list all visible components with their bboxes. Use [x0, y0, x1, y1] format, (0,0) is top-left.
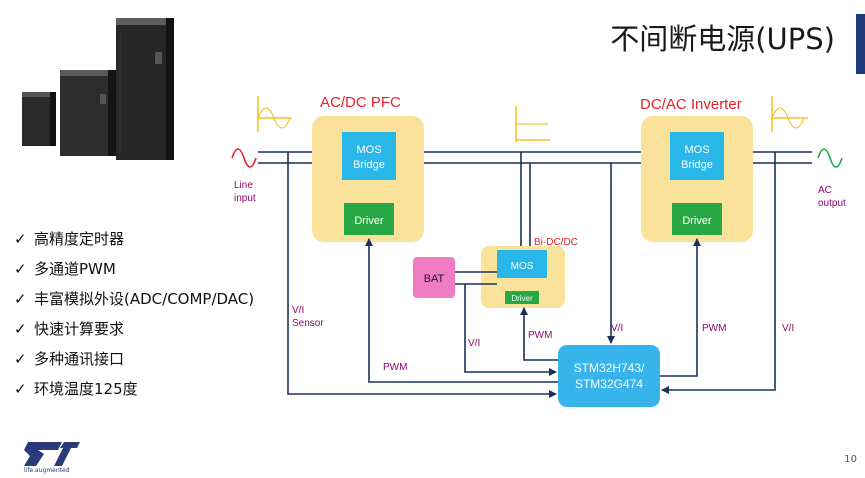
feature-item: ✓ 高精度定时器	[14, 228, 254, 258]
feature-text: 高精度定时器	[34, 230, 125, 248]
feature-item: ✓ 快速计算要求	[14, 318, 254, 348]
vi-label-dcbus: V/I	[611, 323, 623, 334]
ac-output-sine-icon	[817, 148, 843, 168]
inverter-mos-label: MOS	[684, 144, 709, 156]
inverter-bridge-label: Bridge	[681, 159, 713, 171]
pfc-input-waveform-icon	[257, 96, 292, 132]
mcu-label-line2: STM32G474	[575, 377, 643, 391]
vi-sensor-label-2: Sensor	[292, 318, 324, 329]
bidcdc-mos-label: MOS	[511, 261, 534, 272]
feature-text: 快速计算要求	[34, 320, 125, 338]
line-input-label-2: input	[234, 193, 256, 204]
bidcdc-mos	[497, 250, 547, 278]
bidcdc-title: Bi-DC/DC	[534, 237, 578, 248]
line-input-sine-icon	[231, 148, 257, 168]
bidcdc-driver-label: Driver	[511, 294, 533, 303]
bidcdc-driver	[505, 291, 539, 304]
checkmark-icon: ✓	[14, 290, 27, 308]
battery-label: BAT	[424, 273, 445, 285]
mcu-label-line1: STM32H743/	[574, 361, 645, 375]
checkmark-icon: ✓	[14, 230, 27, 248]
pfc-title: AC/DC PFC	[320, 94, 401, 111]
line-input-label-1: Line	[234, 180, 253, 191]
feature-text: 多种通讯接口	[34, 350, 125, 368]
vi-label-bat: V/I	[468, 338, 480, 349]
slide-title: 不间断电源(UPS)	[610, 22, 835, 56]
ups-cabinets-image	[22, 18, 174, 160]
checkmark-icon: ✓	[14, 260, 27, 278]
checkmark-icon: ✓	[14, 320, 27, 338]
pwm-label-inverter: PWM	[702, 323, 726, 334]
pwm-label-pfc: PWM	[383, 362, 407, 373]
pfc-mos-label: MOS	[356, 144, 381, 156]
feature-item: ✓ 多通道PWM	[14, 258, 254, 288]
pfc-driver-label: Driver	[354, 215, 384, 227]
output-waveform-icon	[771, 96, 808, 132]
checkmark-icon: ✓	[14, 350, 27, 368]
battery-block	[413, 257, 455, 298]
feature-item: ✓ 多种通讯接口	[14, 348, 254, 378]
feature-text: 环境温度125度	[34, 380, 138, 398]
feature-list: ✓ 高精度定时器 ✓ 多通道PWM ✓ 丰富模拟外设(ADC/COMP/DAC) ✓ 快…	[14, 228, 254, 408]
control-signal-lines	[287, 152, 776, 398]
title-accent-bar	[856, 14, 865, 74]
pfc-driver	[344, 203, 394, 235]
checkmark-icon: ✓	[14, 380, 27, 398]
pfc-mos-bridge	[342, 132, 396, 180]
ac-output-label-1: AC	[818, 185, 832, 196]
ac-output-label-2: output	[818, 198, 846, 209]
inverter-driver-label: Driver	[682, 215, 712, 227]
dc-bus-waveform-icon	[515, 106, 550, 142]
mcu-block	[558, 345, 660, 407]
battery-link-lines	[455, 271, 497, 285]
feature-item: ✓ 丰富模拟外设(ADC/COMP/DAC)	[14, 288, 254, 318]
inverter-title: DC/AC Inverter	[640, 96, 742, 113]
inverter-mos-bridge	[670, 132, 724, 180]
vi-label-output: V/I	[782, 323, 794, 334]
vi-sensor-label-1: V/I	[292, 305, 304, 316]
st-logo-icon	[24, 442, 80, 466]
page-number: 10	[844, 454, 857, 465]
inverter-driver	[672, 203, 722, 235]
feature-text: 多通道PWM	[34, 260, 116, 278]
feature-text: 丰富模拟外设(ADC/COMP/DAC)	[34, 290, 255, 308]
feature-item: ✓ 环境温度125度	[14, 378, 254, 408]
pwm-label-bidcdc: PWM	[528, 330, 552, 341]
logo-tagline: life.augmented	[24, 467, 70, 474]
pfc-bridge-label: Bridge	[353, 159, 385, 171]
